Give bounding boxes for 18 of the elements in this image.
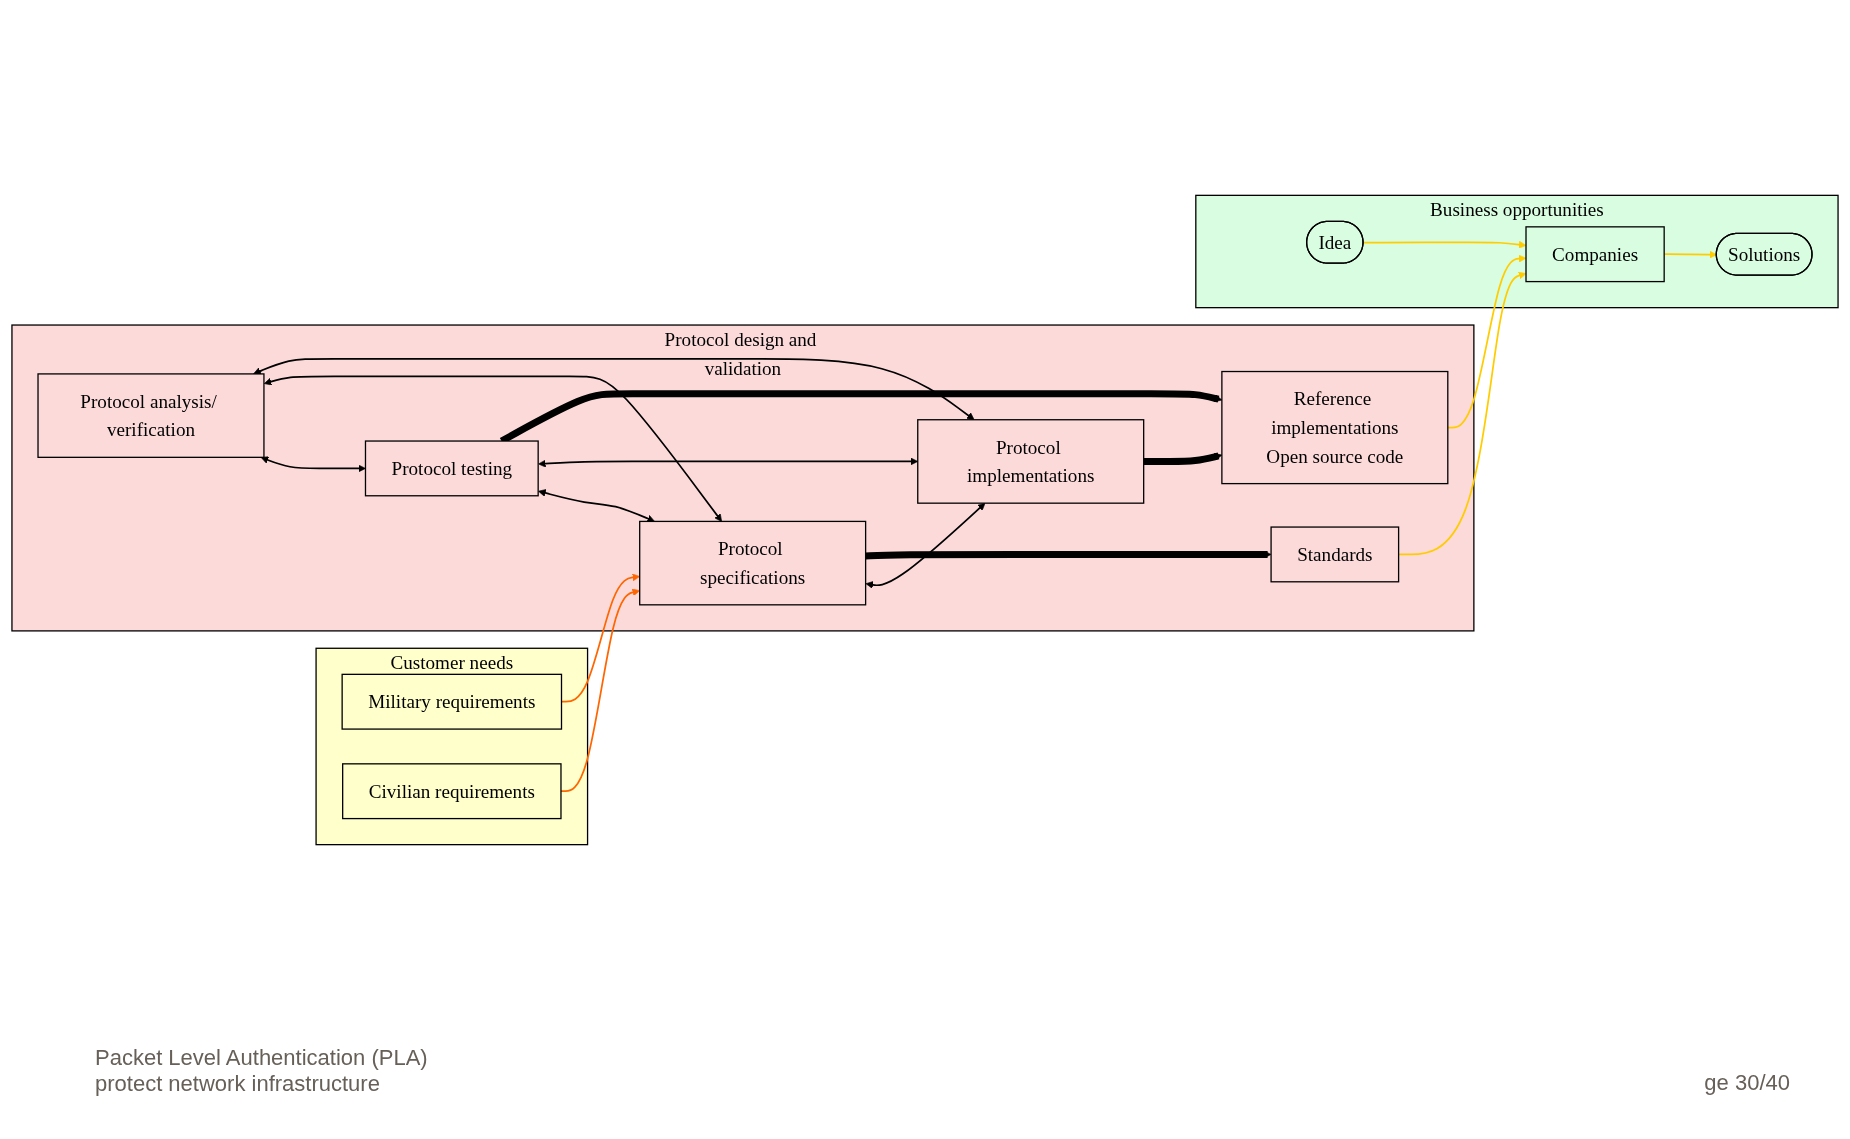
footer-text: protect network infrastructure bbox=[95, 1071, 381, 1097]
arrow bbox=[260, 456, 366, 473]
node-box: Reference implementations Open source code bbox=[1221, 370, 1449, 485]
node-box: Standards bbox=[1270, 526, 1400, 583]
node-box: Companies bbox=[1525, 226, 1665, 283]
footer-text: Packet Level Authentication (PLA) bbox=[95, 1045, 428, 1071]
arrow bbox=[263, 375, 722, 522]
node-box: Military requirements bbox=[341, 673, 563, 730]
node-box: Protocol analysis/ verification bbox=[37, 373, 265, 458]
arrow bbox=[865, 550, 1272, 560]
node-box: Protocol specifications bbox=[639, 520, 867, 606]
node-box: Civilian requirements bbox=[342, 763, 562, 820]
footer-text: ge 30/40 bbox=[1704, 1070, 1790, 1096]
arrow bbox=[253, 358, 975, 421]
node-box: Protocol testing bbox=[364, 440, 539, 497]
arrow bbox=[538, 489, 655, 523]
arrow bbox=[865, 502, 986, 589]
node-box: Protocol implementations bbox=[917, 419, 1145, 504]
